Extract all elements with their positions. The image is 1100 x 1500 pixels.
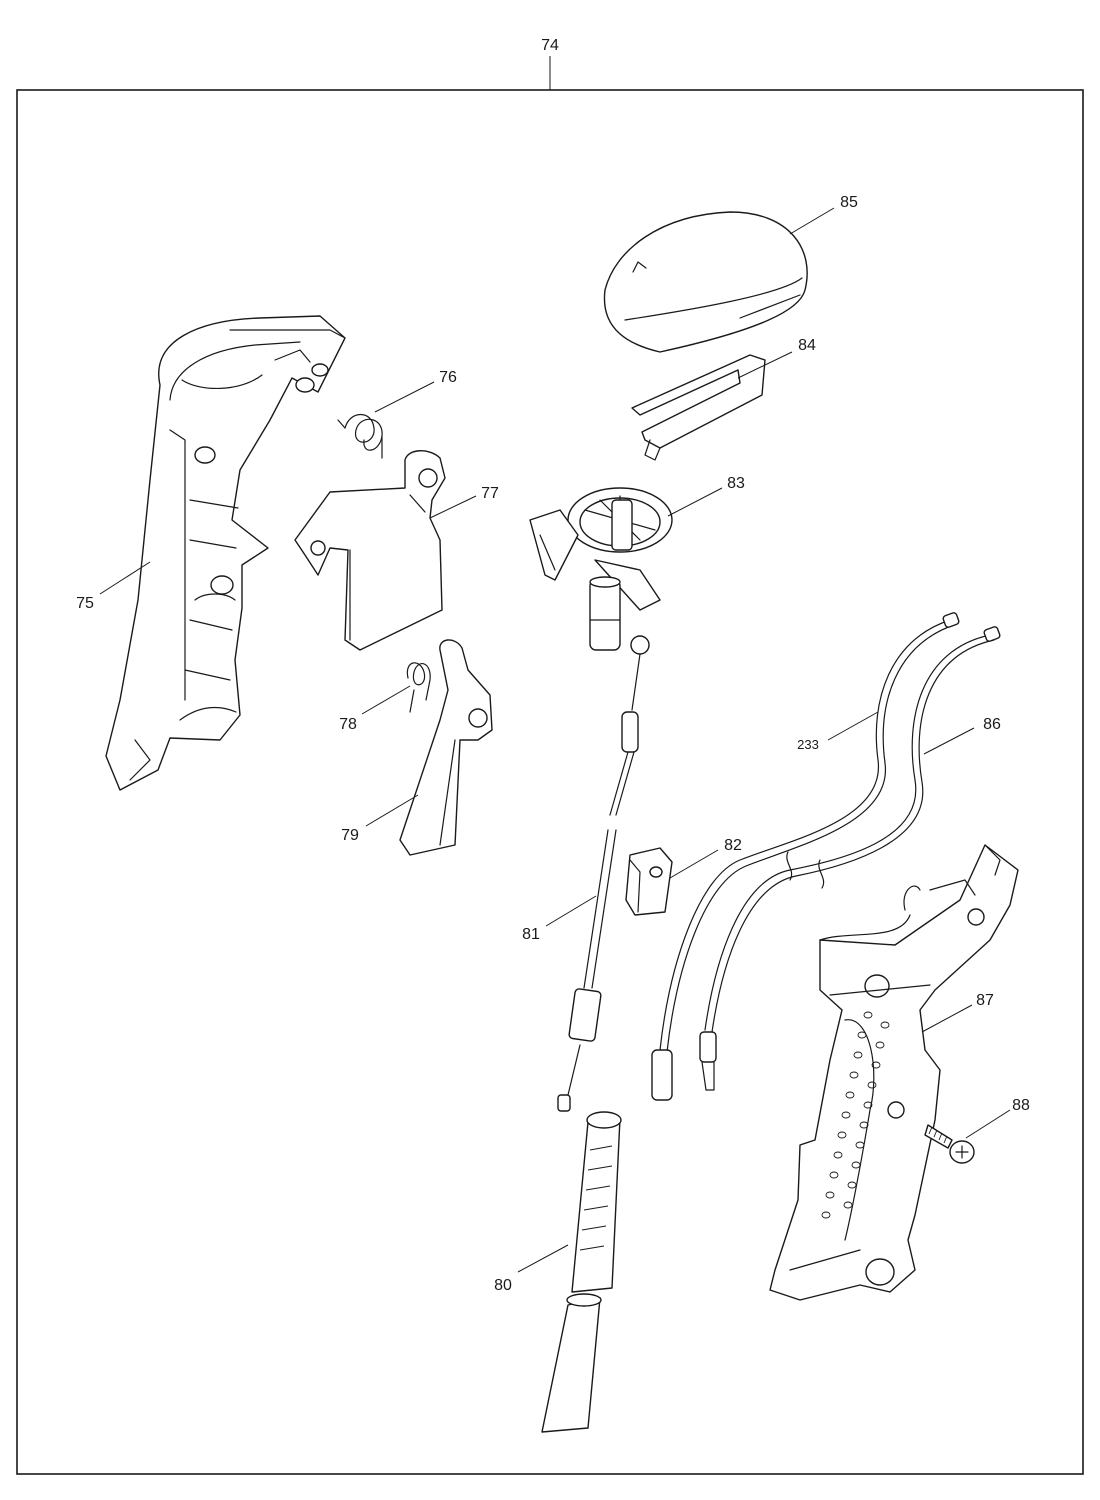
callout-86: 86 bbox=[983, 716, 1001, 733]
callout-87: 87 bbox=[976, 992, 994, 1009]
part-82-block bbox=[625, 847, 673, 916]
callout-79: 79 bbox=[341, 827, 359, 844]
part-233-wire-lead bbox=[651, 612, 960, 1101]
callout-78: 78 bbox=[339, 716, 357, 733]
callout-75: 75 bbox=[76, 595, 94, 612]
assembly-frame bbox=[16, 89, 1084, 1475]
part-77-lever bbox=[294, 450, 446, 651]
callout-82: 82 bbox=[724, 837, 742, 854]
part-80-grip-tube bbox=[541, 1111, 622, 1433]
callout-83: 83 bbox=[727, 475, 745, 492]
callout-88: 88 bbox=[1012, 1097, 1030, 1114]
part-75-handle-half-left bbox=[105, 315, 346, 791]
callout-76: 76 bbox=[439, 369, 457, 386]
part-78-small-spring bbox=[406, 662, 431, 713]
callout-84: 84 bbox=[798, 337, 816, 354]
part-88-screw bbox=[924, 1124, 975, 1164]
part-81-throttle-cable bbox=[557, 635, 650, 1112]
callout-85: 85 bbox=[840, 194, 858, 211]
callout-80: 80 bbox=[494, 1277, 512, 1294]
part-79-trigger bbox=[399, 639, 493, 856]
part-85-cover bbox=[603, 211, 808, 353]
part-84-bracket bbox=[631, 354, 766, 461]
leader-lines bbox=[99, 207, 1011, 1273]
assembly-callout-74: 74 bbox=[541, 37, 559, 54]
callout-77: 77 bbox=[481, 485, 499, 502]
callout-81: 81 bbox=[522, 926, 540, 943]
callout-233: 233 bbox=[797, 737, 819, 752]
part-83-dial-switch bbox=[529, 487, 673, 651]
part-76-torsion-spring bbox=[337, 413, 383, 459]
callout-labels: 75 76 77 78 79 80 81 82 83 84 85 86 87 8… bbox=[76, 194, 1030, 1294]
part-86-wire-lead bbox=[699, 626, 1001, 1091]
part-87-handle-half-right bbox=[769, 844, 1019, 1301]
